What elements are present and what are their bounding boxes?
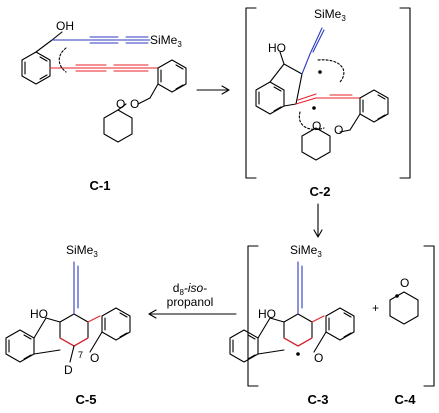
c3-o-label: O xyxy=(314,351,323,365)
compound-label-c3: C-3 xyxy=(308,392,329,407)
c5-ho-label: HO xyxy=(30,307,48,321)
c1-o-ring-label: O xyxy=(116,97,125,111)
compound-label-c5: C-5 xyxy=(76,392,97,407)
c5-position-7: 7 xyxy=(78,350,83,360)
plus-sign: + xyxy=(372,301,379,315)
c3-si-label: SiMe3 xyxy=(290,243,322,259)
c3-ho-label: HO xyxy=(258,307,276,321)
compound-label-c4: C-4 xyxy=(395,392,417,407)
c5-o-label: O xyxy=(90,351,99,365)
structure-c1 xyxy=(21,31,187,143)
radical-dots xyxy=(296,70,399,356)
structure-c4 xyxy=(389,291,419,325)
c2-o-ring-label: O xyxy=(312,119,321,133)
c2-si-label: SiMe3 xyxy=(314,7,346,23)
arrow-c3-to-c5 xyxy=(148,309,237,319)
c1-si-label: SiMe3 xyxy=(150,33,182,49)
compound-label-c2: C-2 xyxy=(310,184,331,199)
structure-c2 xyxy=(245,7,411,179)
reagent-line2: propanol xyxy=(167,295,214,309)
c4-o-label: O xyxy=(400,276,409,290)
reagent-line1: d8-iso- xyxy=(173,281,207,297)
c2-ho-label: HO xyxy=(268,41,286,55)
c1-oh-label: OH xyxy=(56,19,74,33)
c2-o-label: O xyxy=(334,123,343,137)
arrow-c1-to-c2 xyxy=(196,85,230,95)
c5-si-label: SiMe3 xyxy=(66,243,98,259)
c1-o-label: O xyxy=(130,97,139,111)
compound-label-c1: C-1 xyxy=(90,178,111,193)
c5-deuterium-label: D xyxy=(64,363,73,377)
structure-c3 xyxy=(229,245,435,387)
arrow-c2-to-c3 xyxy=(313,203,323,238)
structure-c5 xyxy=(5,261,131,363)
